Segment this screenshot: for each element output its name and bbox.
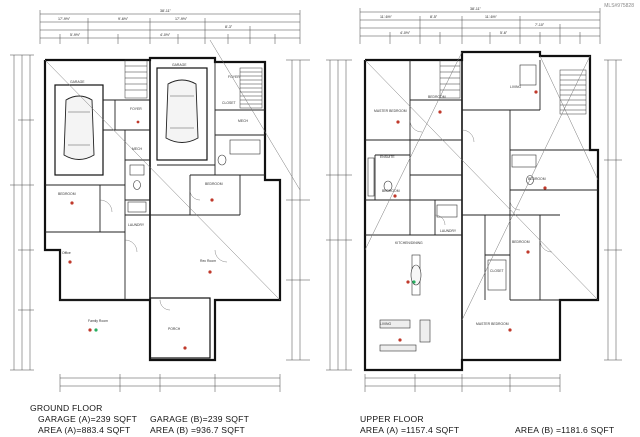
master-bedroom-label-a: MASTER BEDROOM (374, 109, 407, 113)
svg-text:4'-0½": 4'-0½" (400, 31, 411, 35)
bedroom-label-u3: BEDROOM (528, 177, 546, 181)
bedroom-label-b: BEDROOM (205, 182, 223, 186)
ground-floor-plan: 38'-11" 17'-9½" 9'-6½" 17'-9½" 8'-3" 5'-… (10, 9, 310, 392)
upper-floor-caption: UPPER FLOOR AREA (A) =1157.4 SQFT (360, 414, 459, 436)
svg-text:17'-9½": 17'-9½" (58, 17, 71, 21)
master-bedroom-label-b: MASTER BEDROOM (476, 322, 509, 326)
family-room-label: Family Room (88, 319, 108, 323)
ground-area-a: AREA (A)=883.4 SQFT (38, 425, 131, 435)
listing-watermark: MLS#975828 (604, 3, 634, 9)
ground-floor-title: GROUND FLOOR (30, 403, 103, 413)
ensuite-label: ENSUITE (380, 155, 395, 159)
svg-text:5'-9½": 5'-9½" (70, 33, 81, 37)
svg-text:8'-5": 8'-5" (430, 15, 438, 19)
kitchen-dining-label: KITCHEN/DINING (395, 241, 423, 245)
svg-text:8'-3": 8'-3" (225, 25, 233, 29)
svg-text:9'-6½": 9'-6½" (118, 17, 129, 21)
floor-plan-drawing: 38'-11" 17'-9½" 9'-6½" 17'-9½" 8'-3" 5'-… (10, 7, 622, 392)
svg-text:17'-9½": 17'-9½" (175, 17, 188, 21)
laundry-label-upper: LAUNDRY (440, 229, 457, 233)
mech-label-b: MECH (238, 119, 249, 123)
bedroom-label-u4: BEDROOM (512, 240, 530, 244)
svg-text:11'-6½": 11'-6½" (485, 15, 498, 19)
ground-floor-caption-b: GARAGE (B)=239 SQFT AREA (B) =936.7 SQFT (150, 414, 249, 436)
office-label: Office (62, 251, 71, 255)
bedroom-label-u2: BEDROOM (382, 189, 400, 193)
living-label-b: LIVING (510, 85, 521, 89)
rec-room-label: Rec Room (200, 259, 216, 263)
ground-floor-caption: GROUND FLOOR GARAGE (A)=239 SQFT AREA (A… (30, 403, 137, 436)
svg-text:11'-6½": 11'-6½" (380, 15, 393, 19)
svg-text:7'-10": 7'-10" (535, 23, 545, 27)
ground-area-b: AREA (B) =936.7 SQFT (150, 425, 245, 435)
upper-floor-plan: 38'-11" 11'-6½" 8'-5" 11'-6½" 7'-10" 4'-… (326, 7, 622, 392)
foyer-label-b: FOYER (228, 75, 240, 79)
foyer-label-a: FOYER (130, 107, 142, 111)
garage-a-area: GARAGE (A)=239 SQFT (38, 414, 138, 424)
garage-label-b: GARAGE (172, 63, 187, 67)
garage-label-a: GARAGE (70, 80, 85, 84)
upper-top-dimension: 38'-11" (470, 7, 482, 11)
living-label-a: LIVING (380, 322, 391, 326)
upper-floor-caption-b: AREA (B) =1181.6 SQFT (515, 425, 614, 436)
upper-area-b: AREA (B) =1181.6 SQFT (515, 425, 615, 435)
upper-area-a: AREA (A) =1157.4 SQFT (360, 425, 460, 435)
garage-b-area: GARAGE (B)=239 SQFT (150, 414, 250, 424)
bedroom-label-u1: BEDROOM (428, 95, 446, 99)
closet-label: CLOSET (222, 101, 236, 105)
laundry-label: LAUNDRY (128, 223, 145, 227)
svg-text:5'-6": 5'-6" (500, 31, 508, 35)
bedroom-label-a: BEDROOM (58, 192, 76, 196)
upper-floor-title: UPPER FLOOR (360, 414, 424, 424)
ground-top-dimension: 38'-11" (160, 9, 172, 13)
closet-label-upper: CLOSET (490, 269, 504, 273)
mech-label-a: MECH (132, 147, 143, 151)
porch-label: PORCH (168, 327, 181, 331)
svg-text:4'-0½": 4'-0½" (160, 33, 171, 37)
